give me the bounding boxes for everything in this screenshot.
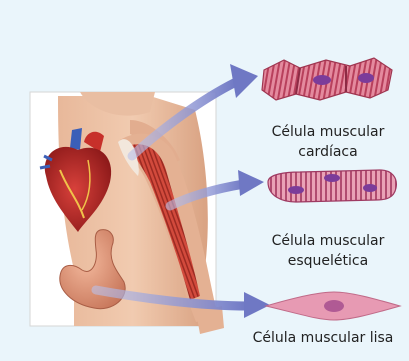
label-cardiac-line1: Célula muscular xyxy=(250,122,406,142)
label-skeletal-line2: esquelética xyxy=(250,251,406,271)
skeletal-nucleus-3 xyxy=(363,184,377,192)
skeletal-nucleus-2 xyxy=(324,174,340,182)
skeletal-nucleus-1 xyxy=(288,186,304,194)
label-skeletal: Célula muscular esquelética xyxy=(250,231,406,271)
smooth-muscle-cell xyxy=(266,292,400,320)
label-cardiac: Célula muscular cardíaca xyxy=(250,122,406,162)
cardiac-muscle-cell xyxy=(262,58,392,100)
label-smooth: Célula muscular lisa xyxy=(238,328,408,348)
cardiac-nucleus xyxy=(313,75,331,85)
skeletal-muscle-cell xyxy=(268,170,396,202)
label-cardiac-line2: cardíaca xyxy=(250,142,406,162)
cardiac-nucleus-2 xyxy=(358,73,374,83)
smooth-nucleus xyxy=(324,300,344,312)
label-skeletal-line1: Célula muscular xyxy=(250,231,406,251)
